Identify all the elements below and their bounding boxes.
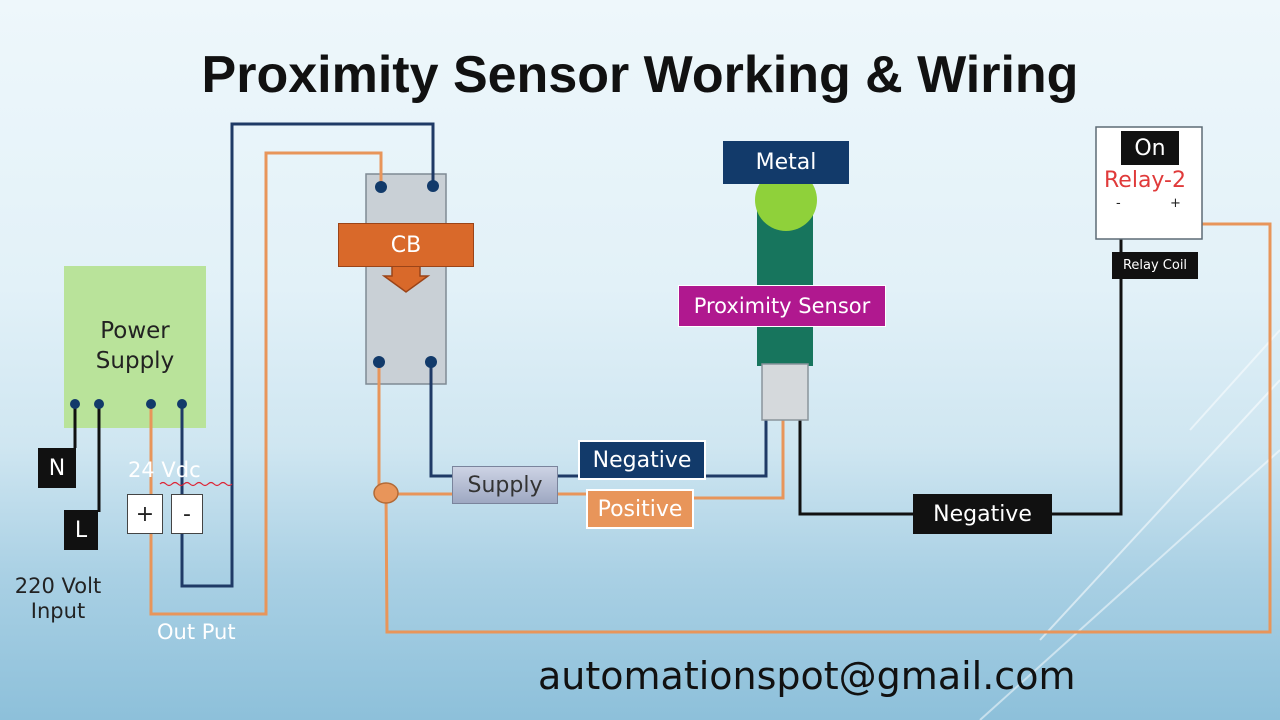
power-supply-label-line1: Power <box>100 318 170 344</box>
sensor-positive-label: Positive <box>586 489 694 529</box>
sensor-negative-wire <box>706 420 768 478</box>
relay-on-indicator: On <box>1121 131 1179 165</box>
proximity-sensor-label: Proximity Sensor <box>678 285 886 327</box>
power-supply-label: Power Supply <box>64 316 206 376</box>
cb-supply-wire <box>429 364 452 478</box>
cb-body <box>365 173 447 385</box>
relay-negative-label: Negative <box>913 494 1052 534</box>
relay-plus-label: + <box>1170 196 1181 211</box>
sensor-positive-wire <box>694 420 785 500</box>
relay-positive-wire <box>384 222 1272 634</box>
cb-arrow-icon <box>381 265 431 293</box>
input-voltage-label: 220 Volt Input <box>14 574 102 623</box>
relay-name-label: Relay-2 <box>1104 168 1186 193</box>
power-supply-label-line2: Supply <box>95 348 175 374</box>
output-plus-terminal: + <box>127 494 163 534</box>
sensor-negative-label: Negative <box>578 440 706 480</box>
line-terminal-label: L <box>64 510 98 550</box>
contact-email: automationspot@gmail.com <box>538 654 1076 698</box>
metal-target-icon <box>755 169 817 231</box>
dc-negative-wire <box>180 122 435 588</box>
neutral-terminal-label: N <box>38 448 76 488</box>
terminals <box>70 180 1182 409</box>
output-minus-terminal: - <box>171 494 203 534</box>
supply-label: Supply <box>452 466 558 504</box>
output-label: Out Put <box>157 620 236 644</box>
relay-minus-label: - <box>1116 196 1121 211</box>
junction-node <box>373 482 399 504</box>
metal-label: Metal <box>723 141 849 184</box>
relay-negative-wire <box>1052 226 1123 516</box>
page-title: Proximity Sensor Working & Wiring <box>201 46 1079 104</box>
sensor-output-wire <box>798 420 914 516</box>
cb-label: CB <box>338 223 474 267</box>
spellcheck-underline <box>159 481 233 487</box>
sensor-tail <box>761 363 809 421</box>
dc-voltage-label: 24 Vdc <box>128 458 201 482</box>
relay-coil-label: Relay Coil <box>1112 252 1198 279</box>
dc-positive-wire <box>149 151 383 616</box>
